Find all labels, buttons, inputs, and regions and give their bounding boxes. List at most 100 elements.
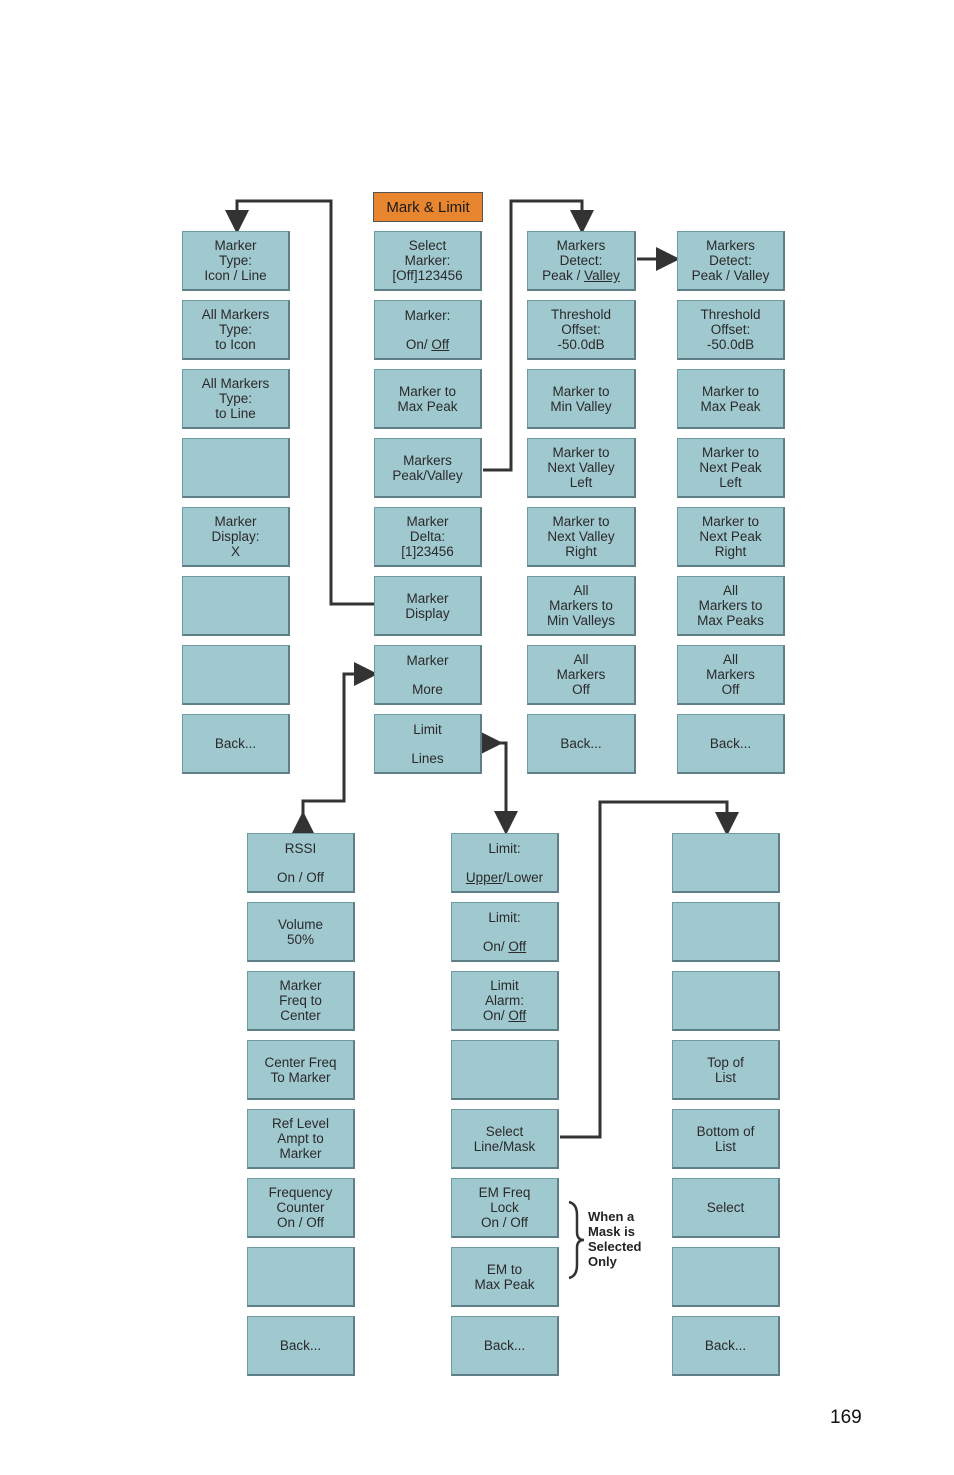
softkey-label: Marker to: [552, 383, 610, 399]
softkey-list[interactable]: Select: [672, 1178, 780, 1238]
softkey-label: Marker to: [398, 383, 456, 399]
softkey-marker-type[interactable]: [182, 438, 290, 498]
softkey-label: Peak/Valley: [392, 467, 463, 483]
softkey-label: EM to: [486, 1261, 523, 1277]
softkey-marker-type[interactable]: [182, 576, 290, 636]
softkey-list[interactable]: [672, 902, 780, 962]
softkey-limit[interactable]: Limit:On/ Off: [451, 902, 559, 962]
softkey-limit[interactable]: Limit:Upper/Lower: [451, 833, 559, 893]
softkey-list[interactable]: [672, 971, 780, 1031]
page-number: 169: [830, 1407, 862, 1428]
softkey-label: All: [573, 583, 589, 598]
softkey-label: Icon / Line: [204, 268, 267, 283]
softkey-label: More: [412, 681, 443, 697]
softkey-label: [Off]123456: [392, 268, 463, 283]
softkey-peak[interactable]: Back...: [677, 714, 785, 774]
selected-option: Upper: [465, 869, 503, 885]
softkey-label: Type:: [218, 391, 253, 406]
softkey-label: Next Valley: [547, 529, 615, 544]
softkey-label: Markers: [706, 238, 755, 253]
softkey-more[interactable]: [247, 1247, 355, 1307]
softkey-label: Markers: [706, 667, 755, 682]
softkey-list[interactable]: Back...: [672, 1316, 780, 1376]
softkey-list[interactable]: [672, 1247, 780, 1307]
softkey-limit[interactable]: Back...: [451, 1316, 559, 1376]
connector-marker-display: [225, 199, 374, 606]
selected-option: Off: [508, 1008, 527, 1023]
softkey-label: Left: [719, 475, 742, 490]
softkey-label: All: [573, 652, 589, 667]
softkey-label: to Icon: [215, 337, 256, 352]
softkey-label: Ampt to: [277, 1131, 324, 1146]
softkey-label: EM Freq: [478, 1185, 531, 1200]
mask-note: When a Mask is Selected Only: [588, 1209, 641, 1269]
softkey-label: Max Peak: [397, 398, 458, 414]
softkey-label: Counter: [276, 1200, 325, 1215]
softkey-label: Offset:: [561, 322, 601, 337]
softkey-label: Markers to: [549, 598, 613, 613]
softkey-label: Marker: [406, 590, 449, 606]
softkey-label: Select: [408, 238, 447, 253]
mark-limit-header[interactable]: Mark & Limit: [373, 192, 483, 222]
connector-limit-lines: [479, 731, 518, 835]
softkey-marker-type[interactable]: Back...: [182, 714, 290, 774]
softkey-label: Markers: [403, 452, 452, 468]
selected-option: Off: [508, 938, 527, 954]
softkey-label: Markers: [556, 667, 606, 682]
softkey-main[interactable]: Marker:On/ Off: [374, 300, 482, 360]
note-line: Selected: [588, 1239, 642, 1254]
softkey-label: Markers: [556, 238, 606, 253]
softkey-more[interactable]: Back...: [247, 1316, 355, 1376]
softkey-label: Back...: [709, 736, 752, 751]
softkey-label: Peak / Valley: [691, 268, 770, 283]
softkey-label: Volume: [277, 916, 324, 932]
softkey-label: All: [722, 583, 738, 598]
softkey-marker-type[interactable]: [182, 645, 290, 705]
softkey-label: Back...: [560, 736, 602, 751]
softkey-valley[interactable]: Back...: [527, 714, 636, 774]
softkey-limit[interactable]: [451, 1040, 559, 1100]
softkey-label: To Marker: [270, 1069, 331, 1085]
softkey-list[interactable]: [672, 833, 780, 893]
softkey-label: Marker: [279, 978, 322, 993]
softkey-label: Lock: [490, 1200, 519, 1215]
